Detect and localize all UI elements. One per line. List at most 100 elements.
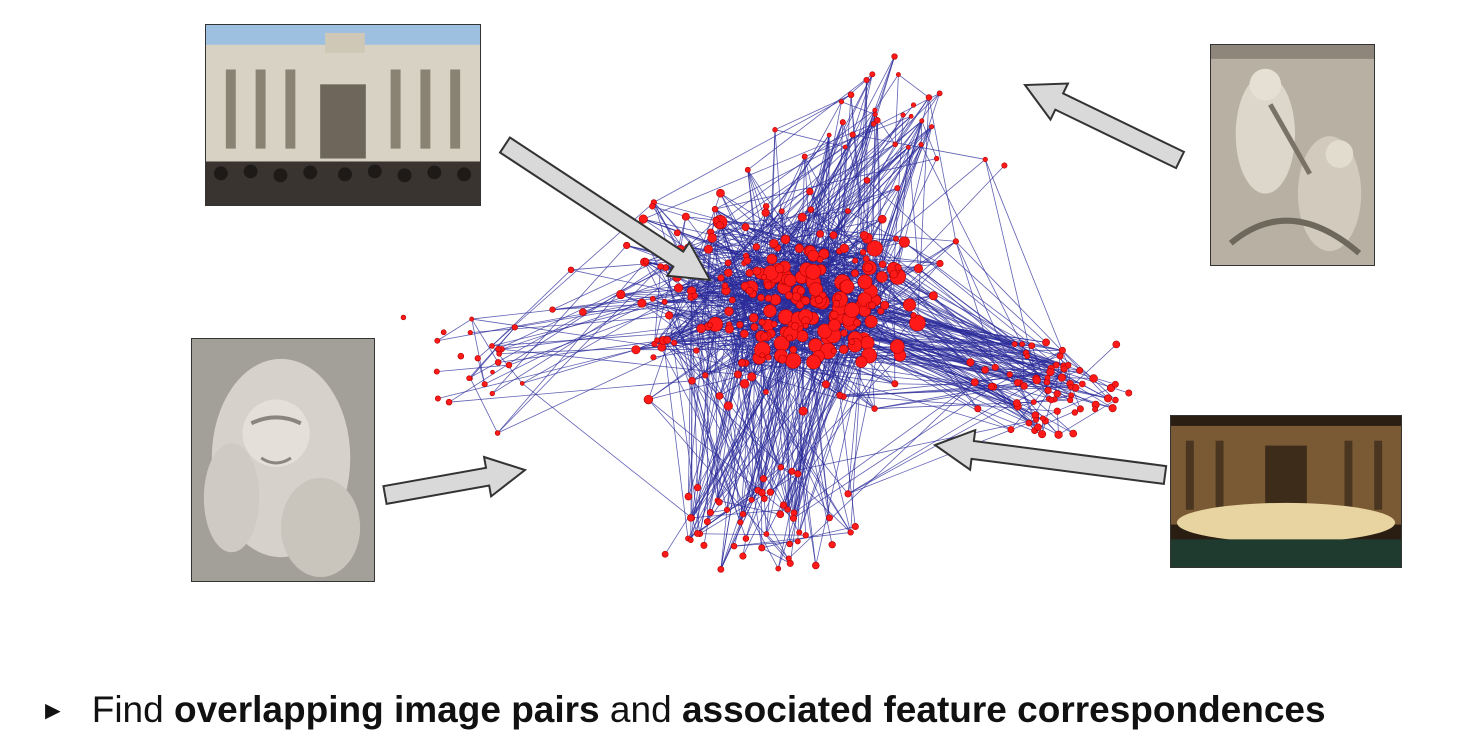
graph-edge — [917, 322, 979, 409]
graph-node — [723, 401, 733, 411]
graph-node — [549, 306, 556, 313]
graph-edge — [717, 272, 750, 501]
graph-node — [505, 361, 513, 369]
graph-node — [876, 271, 888, 283]
graph-node — [775, 264, 785, 274]
graph-edge — [468, 327, 516, 379]
graph-node — [687, 537, 694, 544]
graph-node — [758, 488, 766, 497]
graph-node — [847, 91, 855, 99]
graph-edge — [847, 376, 1062, 495]
graph-edge — [696, 237, 868, 351]
graph-node — [906, 144, 911, 150]
graph-edge — [920, 120, 923, 145]
graph-node — [866, 240, 883, 257]
graph-node — [893, 235, 899, 242]
graph-node — [855, 356, 868, 368]
graph-node — [1104, 394, 1113, 403]
graph-node — [838, 99, 845, 105]
graph-node — [863, 76, 870, 84]
graph-node — [760, 495, 768, 503]
graph-node — [759, 352, 766, 359]
graph-node — [789, 345, 797, 354]
bullet-marker-icon: ► — [40, 694, 66, 725]
graph-node — [744, 166, 751, 173]
graph-node — [702, 372, 709, 379]
graph-edge — [763, 498, 767, 535]
graph-node — [642, 258, 650, 265]
graph-node — [839, 119, 846, 126]
graph-edge — [728, 311, 763, 493]
graph-node — [1025, 419, 1033, 427]
graph-node — [724, 324, 734, 334]
graph-node — [750, 323, 759, 331]
graph-edge — [827, 135, 830, 351]
graph-edge — [497, 261, 647, 434]
graph-node — [919, 118, 925, 124]
graph-edge — [766, 533, 790, 559]
graph-node — [1053, 361, 1060, 369]
graph-edge — [921, 120, 938, 159]
graph-node — [786, 559, 794, 567]
graph-edge — [898, 74, 930, 98]
graph-edge — [471, 318, 499, 363]
graph-node — [806, 187, 814, 196]
graph-edge — [700, 209, 716, 329]
graph-node — [490, 369, 495, 375]
graph-node — [748, 496, 755, 503]
graph-edge — [471, 318, 662, 348]
graph-node — [1112, 396, 1119, 404]
graph-node — [794, 538, 801, 545]
graph-node — [834, 293, 842, 301]
graph-node — [868, 301, 877, 310]
graph-node — [457, 352, 465, 360]
graph-node — [1112, 340, 1121, 349]
graph-node — [910, 312, 917, 319]
graph-edge — [841, 101, 876, 115]
graph-node — [758, 544, 766, 552]
graph-node — [900, 112, 906, 118]
graph-node — [1076, 405, 1084, 413]
graph-edge — [449, 380, 693, 403]
graph-node — [982, 156, 988, 163]
graph-node — [643, 394, 654, 405]
graph-node — [739, 379, 750, 389]
graph-node — [638, 214, 648, 224]
graph-node — [715, 392, 724, 400]
graph-edge — [884, 241, 957, 306]
graph-edge — [991, 386, 1074, 434]
graph-node — [1032, 376, 1041, 385]
graph-edge — [720, 193, 769, 299]
graph-edge — [792, 360, 833, 545]
graph-node — [895, 72, 901, 77]
graph-node — [467, 330, 473, 336]
bullet-text-4: associated feature correspondences — [681, 689, 1326, 730]
graph-node — [1024, 353, 1031, 360]
graph-node — [724, 268, 733, 277]
graph-edge — [501, 302, 643, 350]
graph-edge — [468, 267, 666, 379]
graph-edge — [491, 295, 695, 347]
graph-node — [1069, 429, 1078, 438]
graph-node — [1038, 430, 1047, 439]
graph-node — [874, 117, 881, 124]
graph-edge — [674, 342, 828, 352]
graph-edge — [839, 370, 1080, 396]
graph-edge — [717, 500, 781, 515]
graph-edge — [1058, 399, 1116, 436]
graph-node — [738, 358, 746, 367]
graph-edge — [720, 109, 876, 223]
graph-node — [1013, 379, 1022, 387]
graph-edge — [793, 381, 975, 514]
graph-node — [716, 188, 725, 198]
graph-edge — [714, 92, 940, 210]
graph-node — [839, 243, 849, 254]
graph-node — [806, 354, 821, 370]
graph-edge — [894, 116, 912, 145]
arrow-from-night-icon — [932, 428, 1168, 486]
graph-node — [796, 286, 806, 295]
graph-edge — [864, 144, 922, 311]
graph-node — [1054, 430, 1063, 439]
graph-node — [791, 322, 800, 331]
graph-node — [794, 470, 802, 478]
